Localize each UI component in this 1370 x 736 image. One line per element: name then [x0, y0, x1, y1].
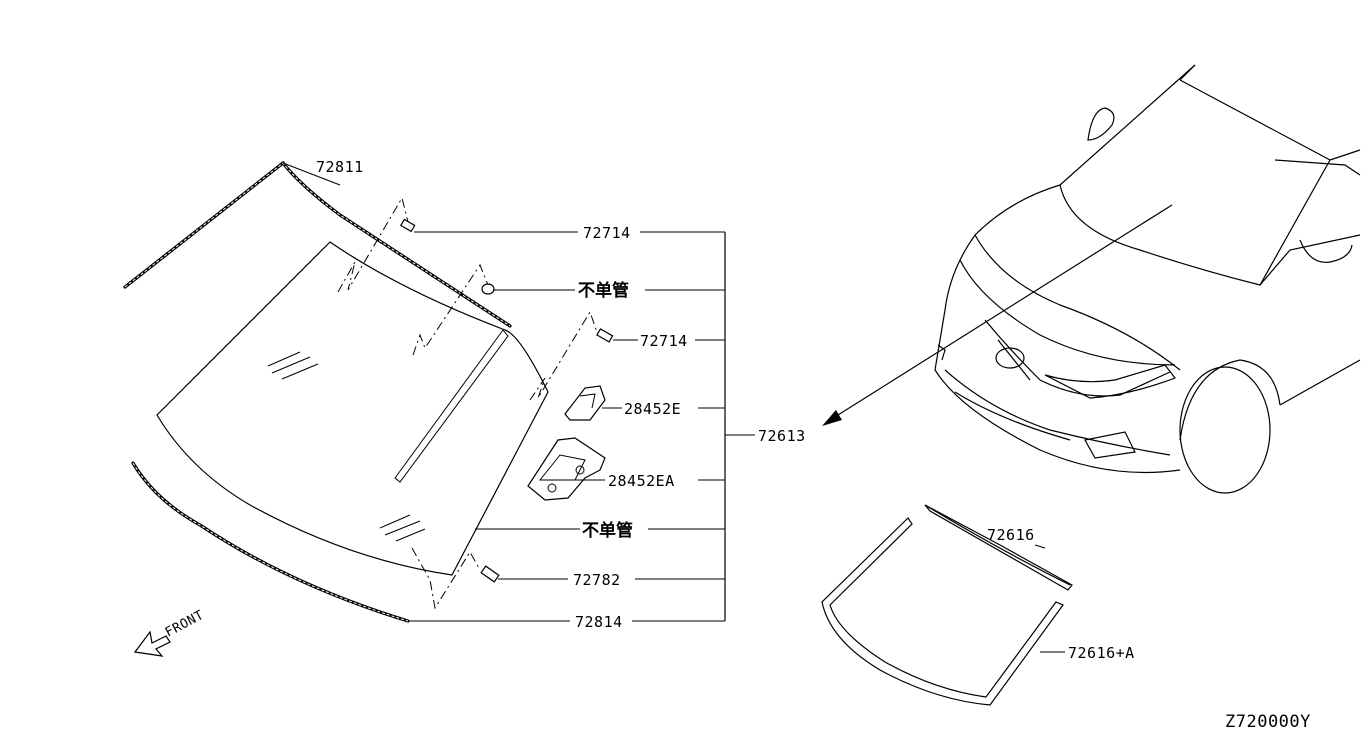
clip-72714-upper[interactable]: [399, 218, 416, 233]
label-72814[interactable]: 72814: [575, 613, 623, 631]
label-72616-a[interactable]: 72616+A: [1068, 644, 1135, 662]
leader-lines: [282, 162, 1065, 653]
front-label: FRONT: [163, 608, 207, 641]
bracket-28452e[interactable]: [564, 385, 606, 421]
dam-rubber-group: [821, 504, 1073, 706]
position-line-2: [412, 263, 491, 356]
label-non-single-upper[interactable]: 不单管: [578, 280, 629, 301]
dam-lower-frame[interactable]: [821, 517, 1064, 706]
label-non-single-lower[interactable]: 不单管: [582, 520, 633, 541]
windshield-side-edge: [394, 329, 509, 483]
label-28452e[interactable]: 28452E: [624, 400, 681, 418]
arrow-to-dam: [829, 204, 1173, 421]
label-72811[interactable]: 72811: [316, 158, 364, 176]
dam-upper-strip[interactable]: [924, 504, 1073, 591]
molding-top-strip[interactable]: [123, 160, 512, 328]
label-72714-lower[interactable]: 72714: [640, 332, 688, 350]
position-line-1: [337, 196, 411, 293]
label-72782[interactable]: 72782: [573, 571, 621, 589]
windshield-glass[interactable]: [156, 241, 549, 576]
spacer-72782[interactable]: [480, 565, 500, 583]
bracket-28452ea[interactable]: [527, 437, 606, 501]
diagram-code: Z720000Y: [1225, 712, 1311, 732]
windshield-group: FRONT: [123, 160, 614, 657]
glass-reflection-marks: [267, 351, 426, 542]
label-72613[interactable]: 72613: [758, 427, 806, 445]
position-line-4: [411, 547, 481, 610]
label-72714-upper[interactable]: 72714: [583, 224, 631, 242]
front-arrow: FRONT: [133, 608, 207, 657]
part-labels: 72811 72714 不单管 72714 28452E 28452EA 726…: [316, 158, 1311, 732]
clip-72714-lower[interactable]: [596, 328, 614, 343]
clip-non-single-upper[interactable]: [481, 283, 495, 295]
molding-bottom-strip[interactable]: [131, 461, 410, 623]
label-72616[interactable]: 72616: [987, 526, 1035, 544]
label-28452ea[interactable]: 28452EA: [608, 472, 675, 490]
position-line-3: [529, 310, 599, 401]
vehicle-illustration: [822, 64, 1361, 494]
